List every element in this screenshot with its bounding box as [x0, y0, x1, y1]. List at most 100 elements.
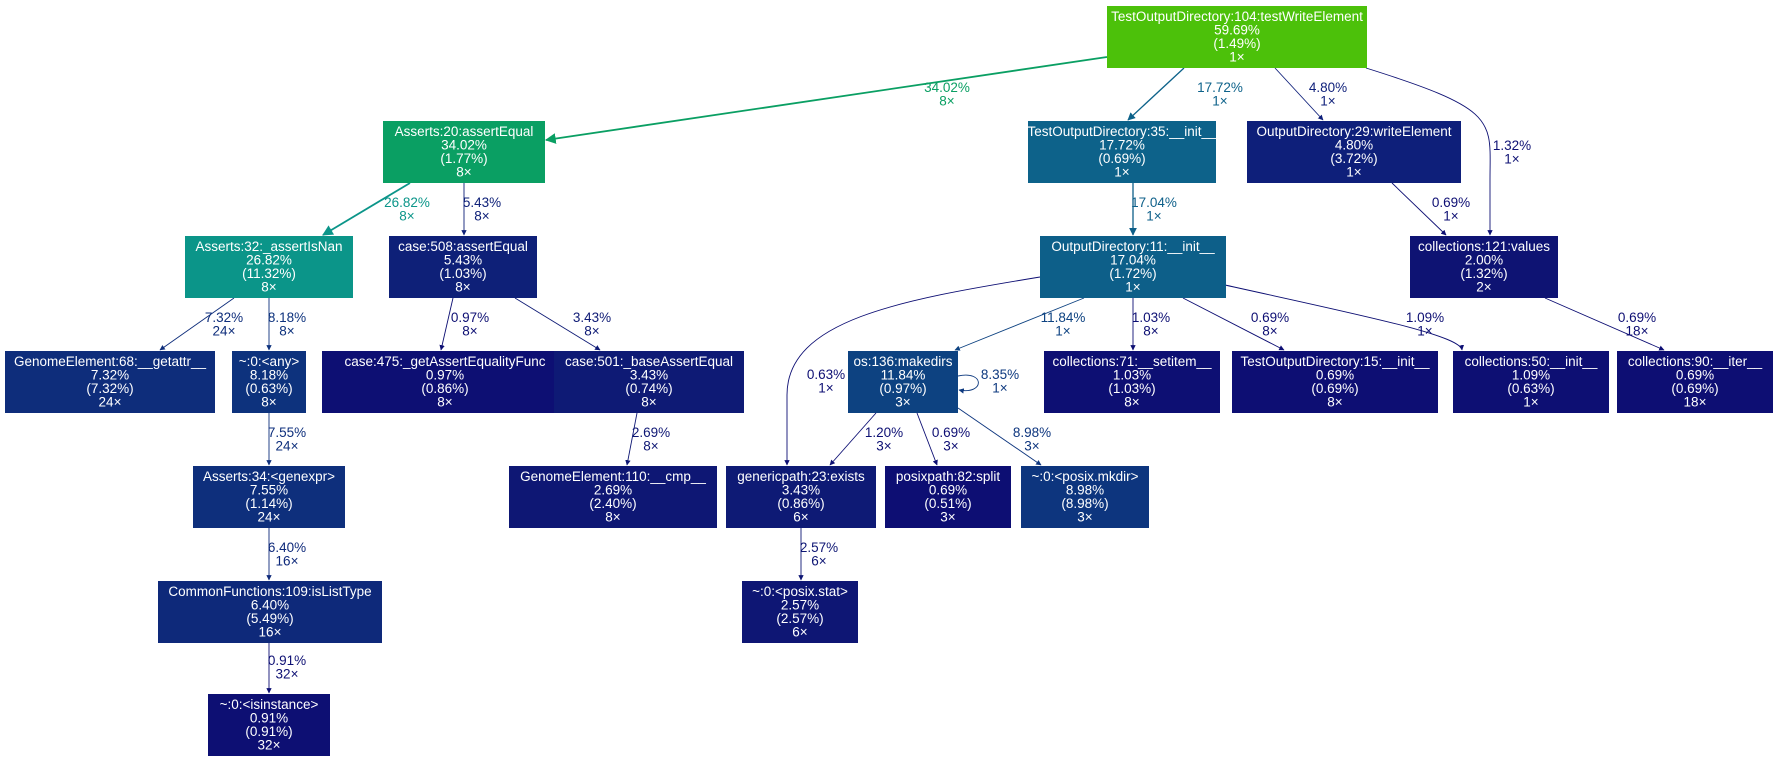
- edge-label: 1.09%1×: [1406, 310, 1444, 339]
- node-label: TestOutputDirectory:104:testWriteElement…: [1111, 9, 1363, 65]
- edge-label: 0.97%8×: [451, 310, 489, 339]
- edge-line: [1365, 67, 1493, 236]
- edge-makedirs-self: 8.35%1×: [957, 367, 1019, 396]
- edge-label: 8.35%1×: [981, 367, 1019, 396]
- node-box: [1410, 236, 1558, 298]
- node-box: [885, 466, 1011, 528]
- edge-label: 0.69%18×: [1618, 310, 1656, 339]
- node-box: [1021, 466, 1149, 528]
- edge-label: 0.91%32×: [268, 653, 306, 682]
- node-coll50[interactable]: collections:50:__init__1.09%(0.63%)1×: [1453, 351, 1609, 413]
- edge-line: [1182, 297, 1285, 351]
- edge-main-assert: 34.02%8×: [544, 56, 1108, 144]
- edge-label: 8.98%3×: [1013, 425, 1051, 454]
- edge-label: 3.43%8×: [573, 310, 611, 339]
- edge-line: [954, 297, 1085, 351]
- edge-values-iter: 0.69%18×: [1544, 297, 1665, 351]
- edge-line: [625, 412, 638, 466]
- edge-write-values: 0.69%1×: [1391, 182, 1470, 236]
- node-box: [742, 581, 858, 643]
- node-box: [726, 466, 876, 528]
- node-box: [208, 694, 330, 756]
- node-cmp[interactable]: GenomeElement:110:__cmp__2.69%(2.40%)8×: [509, 466, 717, 528]
- edge-label: 2.69%8×: [632, 425, 670, 454]
- node-box: [848, 351, 958, 413]
- node-setitem[interactable]: collections:71:__setitem__1.03%(1.03%)8×: [1044, 351, 1220, 413]
- edge-case508-501: 3.43%8×: [514, 297, 611, 351]
- node-mkdir[interactable]: ~:0:<posix.mkdir>8.98%(8.98%)3×: [1021, 466, 1149, 528]
- node-box: [383, 121, 545, 183]
- edge-case508-475: 0.97%8×: [439, 297, 489, 351]
- node-isinst[interactable]: ~:0:<isinstance>0.91%(0.91%)32×: [208, 694, 330, 756]
- edge-line: [916, 412, 938, 466]
- edge-main-values: 1.32%1×: [1365, 67, 1531, 236]
- edge-odinit-exists: 0.63%1×: [784, 276, 1041, 466]
- node-box: [1617, 351, 1773, 413]
- edge-assert-isnan: 26.82%8×: [322, 182, 430, 236]
- edge-label: 2.57%6×: [800, 540, 838, 569]
- node-getattr[interactable]: GenomeElement:68:__getattr__7.32%(7.32%)…: [5, 351, 215, 413]
- edge-line: [957, 374, 979, 394]
- node-label: TestOutputDirectory:35:__init__17.72%(0.…: [1027, 124, 1217, 180]
- edge-line: [784, 276, 1041, 466]
- edge-line: [159, 297, 235, 351]
- node-label: ~:0:<any>8.18%(0.63%)8×: [239, 354, 300, 410]
- edge-label: 26.82%8×: [384, 195, 430, 224]
- node-main[interactable]: TestOutputDirectory:104:testWriteElement…: [1107, 6, 1367, 68]
- edge-line: [1274, 67, 1324, 121]
- edge-any-genexpr: 7.55%24×: [266, 413, 306, 466]
- node-box: [1044, 351, 1220, 413]
- node-genexpr[interactable]: Asserts:34:<genexpr>7.55%(1.14%)24×: [193, 466, 345, 528]
- edge-toinit-odinit: 17.04%1×: [1129, 183, 1177, 236]
- node-label: TestOutputDirectory:15:__init__0.69%(0.6…: [1240, 354, 1430, 410]
- edge-islist-isinst: 0.91%32×: [266, 643, 306, 694]
- edge-line: [1544, 297, 1665, 351]
- node-any[interactable]: ~:0:<any>8.18%(0.63%)8×: [232, 351, 306, 413]
- edge-main-toinit: 17.72%1×: [1127, 67, 1243, 121]
- node-iter[interactable]: collections:90:__iter__0.69%(0.69%)18×: [1617, 351, 1773, 413]
- node-box: [1247, 121, 1461, 183]
- node-label: GenomeElement:110:__cmp__2.69%(2.40%)8×: [520, 469, 706, 525]
- node-box: [193, 466, 345, 528]
- node-box: [554, 351, 744, 413]
- node-to15[interactable]: TestOutputDirectory:15:__init__0.69%(0.6…: [1232, 351, 1438, 413]
- edge-label: 7.55%24×: [268, 425, 306, 454]
- edge-line: [544, 56, 1108, 144]
- node-odinit[interactable]: OutputDirectory:11:__init__17.04%(1.72%)…: [1040, 236, 1226, 298]
- edge-line: [1224, 284, 1465, 351]
- node-box: [389, 236, 537, 298]
- edge-makedirs-exists: 1.20%3×: [829, 412, 903, 466]
- edge-line: [829, 412, 877, 466]
- node-toinit[interactable]: TestOutputDirectory:35:__init__17.72%(0.…: [1027, 121, 1217, 183]
- edge-label: 0.63%1×: [807, 367, 845, 396]
- node-stat[interactable]: ~:0:<posix.stat>2.57%(2.57%)6×: [742, 581, 858, 643]
- edge-isnan-any: 8.18%8×: [266, 298, 306, 351]
- edge-label: 17.04%1×: [1131, 195, 1177, 224]
- node-label: GenomeElement:68:__getattr__7.32%(7.32%)…: [14, 354, 207, 410]
- node-label: collections:71:__setitem__1.03%(1.03%)8×: [1052, 354, 1212, 410]
- edge-line: [957, 407, 1042, 466]
- node-box: [322, 351, 568, 413]
- edge-label: 4.80%1×: [1309, 80, 1347, 109]
- edge-label: 0.69%1×: [1432, 195, 1470, 224]
- edge-label: 7.32%24×: [205, 310, 243, 339]
